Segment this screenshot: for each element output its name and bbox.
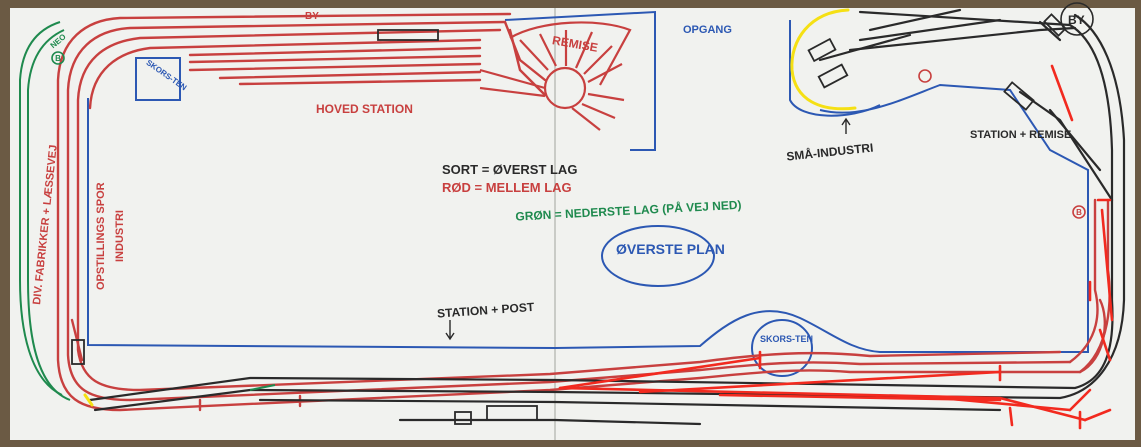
building-small xyxy=(454,411,472,425)
label-oeverste-plan: ØVERSTE PLAN xyxy=(616,241,725,257)
markers: B B xyxy=(51,2,1094,219)
skorsten-right-circle xyxy=(751,319,813,377)
marker-b-right-circle xyxy=(1072,205,1086,219)
blue-outlines xyxy=(87,10,1089,377)
marker-red-industry xyxy=(918,69,932,83)
marker-b-right: B xyxy=(1076,208,1082,217)
remise-roundhouse xyxy=(479,21,632,131)
upper-plan-outline xyxy=(87,83,1089,353)
label-by-right: BY xyxy=(1068,13,1085,27)
industry-area xyxy=(789,20,881,117)
label-hoved-station: HOVED STATION xyxy=(316,102,413,116)
marker-by-right-circle xyxy=(1060,2,1094,36)
building-left-station xyxy=(71,339,85,365)
buildings xyxy=(71,13,1067,425)
building-top-left xyxy=(377,29,439,41)
remise-outline xyxy=(504,10,656,151)
green-tracks xyxy=(19,21,276,401)
legend-black: SORT = ØVERST LAG xyxy=(442,162,577,177)
marker-b-left-circle xyxy=(51,51,65,65)
building-industry-1 xyxy=(807,37,837,63)
bright-red-tracks xyxy=(558,64,1114,430)
label-industri: INDUSTRI xyxy=(114,210,126,262)
arrow-small-industry xyxy=(841,117,851,134)
building-long xyxy=(486,405,538,421)
building-industry-2 xyxy=(817,63,849,89)
building-top-right xyxy=(1043,13,1067,37)
legend-red: RØD = MELLEM LAG xyxy=(442,180,572,195)
oeverste-plan-circle xyxy=(601,225,715,287)
yellow-tracks xyxy=(83,8,857,407)
label-skorsten-right: SKORS-TEN xyxy=(760,334,813,344)
skorsten-left-box xyxy=(135,57,181,101)
label-by-top: BY xyxy=(305,11,319,22)
arrow-station-post xyxy=(445,320,455,341)
label-opgang: OPGANG xyxy=(683,24,732,36)
board-panel xyxy=(10,8,1135,440)
label-station-post: STATION + POST xyxy=(437,300,536,321)
building-station xyxy=(1003,81,1035,111)
red-tracks xyxy=(56,12,1111,412)
label-opstillings-spor: OPSTILLINGS SPOR xyxy=(95,182,107,290)
label-station-remise: STATION + REMISE xyxy=(970,129,1071,141)
marker-b-left: B xyxy=(55,54,61,63)
